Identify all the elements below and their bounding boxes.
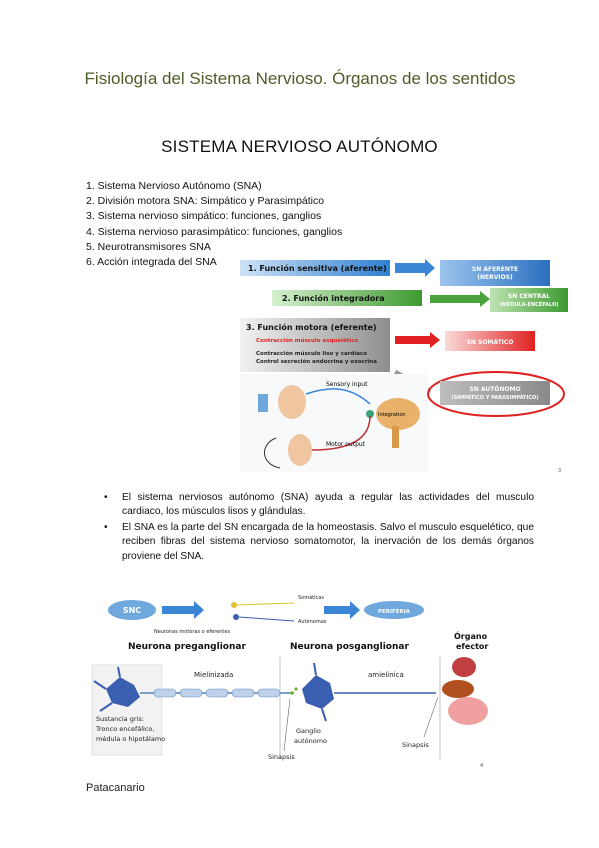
heart-icon — [452, 657, 476, 677]
periferia-label: PERIFERIA — [378, 609, 411, 615]
effector-organ-heading: Órgano — [454, 630, 488, 641]
head-icon — [278, 385, 306, 419]
motoras-label: Neuronas motoras o eferentes — [154, 629, 230, 635]
pointer-line — [283, 698, 291, 752]
pointer-line — [423, 696, 439, 738]
axon-icon — [236, 602, 295, 606]
bullet-item: El sistema nerviosos autónomo (SNA) ayud… — [104, 491, 534, 520]
toc-item: 2. División motora SNA: Simpático y Para… — [86, 195, 325, 208]
effector-organ-subheading: efector — [456, 642, 488, 651]
myelin-segment — [179, 688, 203, 698]
autonomic-box-label: SN AUTÓNOMO — [469, 386, 520, 393]
bullet-item: El SNA es la parte del SN encargada de l… — [104, 521, 534, 564]
gray-matter-label: Sustancia gris: — [96, 715, 144, 723]
arrow-icon — [395, 332, 440, 348]
footer-author: Patacanario — [86, 782, 145, 794]
intestine-icon — [448, 697, 488, 725]
brain-icon — [376, 398, 420, 430]
gray-matter-region — [91, 664, 163, 756]
integrative-function-label: 2. Función integradora — [282, 293, 385, 303]
afferent-function-label: 1. Función sensitiva (aferente) — [248, 263, 387, 273]
preganglionic-neuron-body — [106, 677, 140, 707]
motor-sub-label: Contracción músculo esquelético — [256, 337, 358, 344]
myelinated-label: Mielinizada — [194, 671, 233, 679]
toc-item: 1. Sistema Nervioso Autónomo (SNA) — [86, 180, 262, 192]
ganglion-label: Ganglio — [296, 727, 321, 735]
central-box-label: SN CENTRAL — [508, 293, 550, 300]
integration-node-icon — [366, 410, 374, 418]
myelin-segment — [205, 688, 229, 698]
central-box — [490, 288, 568, 312]
afferent-box — [440, 260, 550, 286]
arrow-icon — [395, 259, 435, 277]
autonomic-pathway-figure: SNC Somáticas Autónomas PERIFERIA Neuron… — [84, 589, 499, 772]
myelin-segment — [153, 688, 177, 698]
snc-node — [108, 600, 156, 620]
toc-list: 1. Sistema Nervioso Autónomo (SNA) 2. Di… — [86, 179, 342, 270]
arrow-icon — [430, 291, 490, 307]
slide-page-number: 4 — [480, 763, 483, 769]
postganglionic-heading: Neurona posganglionar — [290, 642, 409, 652]
neuron-icon — [231, 602, 237, 608]
motor-function-label: 3. Función motora (eferente) — [246, 322, 377, 332]
motor-nerve-icon — [311, 415, 371, 451]
dendrite-icon — [93, 680, 107, 690]
integrative-function-bar — [272, 290, 422, 306]
bullet-list: El sistema nerviosos autónomo (SNA) ayud… — [104, 491, 534, 565]
arrow-icon — [324, 601, 360, 619]
somatic-box — [445, 331, 535, 351]
myelin-segment — [231, 688, 255, 698]
autonomic-box — [440, 381, 550, 405]
autonomic-ellipse — [427, 371, 565, 417]
slide-page-number: 3 — [558, 468, 561, 474]
somaticas-label: Somáticas — [298, 594, 324, 601]
section-heading: SISTEMA NERVIOSO AUTÓNOMO — [161, 137, 438, 156]
ganglion-label: autónomo — [294, 737, 327, 745]
synapse-label: Sinapsis — [402, 741, 429, 749]
central-box-sublabel: (MÉDULA-ENCÉFALO) — [500, 300, 559, 308]
gray-matter-label: Tronco encefálico, — [95, 725, 154, 733]
afferent-box-label: SN AFERENTE — [472, 266, 518, 273]
snc-label: SNC — [123, 606, 141, 615]
preganglionic-heading: Neurona preganglionar — [128, 642, 246, 652]
sensory-input-label: Sensory input — [326, 381, 368, 388]
toc-item: 5. Neurotransmisores SNA — [86, 240, 211, 253]
toc-item: 3. Sistema nervioso simpático: funciones… — [86, 210, 322, 223]
motor-sub-label: Control secreción endocrina y exocrina — [256, 358, 377, 365]
arm-icon — [288, 434, 312, 466]
periferia-node — [364, 601, 424, 619]
dendrite-icon — [313, 662, 317, 676]
synapse-label: Sinapsis — [268, 753, 295, 761]
postganglionic-neuron-body — [302, 675, 334, 709]
autonomic-box-sublabel: (SIMPÁTICO Y PARASIMPÁTICO) — [451, 394, 538, 401]
synapse-dot — [290, 691, 294, 695]
liver-icon — [442, 680, 474, 698]
nervous-system-function-figure: 1. Función sensitiva (aferente) SN AFERE… — [240, 259, 568, 474]
unmyelinated-label: amielinica — [368, 671, 404, 679]
dendrite-icon — [117, 666, 121, 678]
gray-matter-label: médula o hipotálamo — [96, 735, 165, 743]
motor-sub-label: Contracción músculo liso y cardíaco — [256, 350, 367, 357]
dendrite-icon — [99, 702, 113, 712]
afferent-function-bar — [240, 260, 390, 276]
synapse-dot — [294, 687, 298, 691]
toc-item: 6. Acción integrada del SNA — [86, 256, 217, 269]
arrow-icon — [162, 601, 204, 619]
toc-item: 4. Sistema nervioso parasimpático: funci… — [86, 225, 343, 238]
neuron-icon — [233, 614, 239, 620]
motor-output-label: Motor output — [326, 441, 366, 448]
document-title: Fisiología del Sistema Nervioso. Órganos… — [84, 69, 516, 88]
brainstem-icon — [392, 426, 399, 448]
dendrite-icon — [321, 708, 327, 722]
feedback-loop-icon — [264, 437, 281, 469]
afferent-box-sublabel: (NERVIOS) — [477, 274, 513, 281]
autonomas-label: Autónomas — [298, 618, 327, 625]
axon-icon — [238, 616, 295, 622]
integration-label: Integration — [378, 412, 406, 418]
motor-function-panel — [240, 318, 390, 372]
cup-icon — [258, 394, 268, 412]
somatic-box-label: SN SOMÁTICO — [467, 339, 514, 346]
myelin-segment — [257, 688, 281, 698]
sensory-nerve-icon — [305, 388, 371, 405]
